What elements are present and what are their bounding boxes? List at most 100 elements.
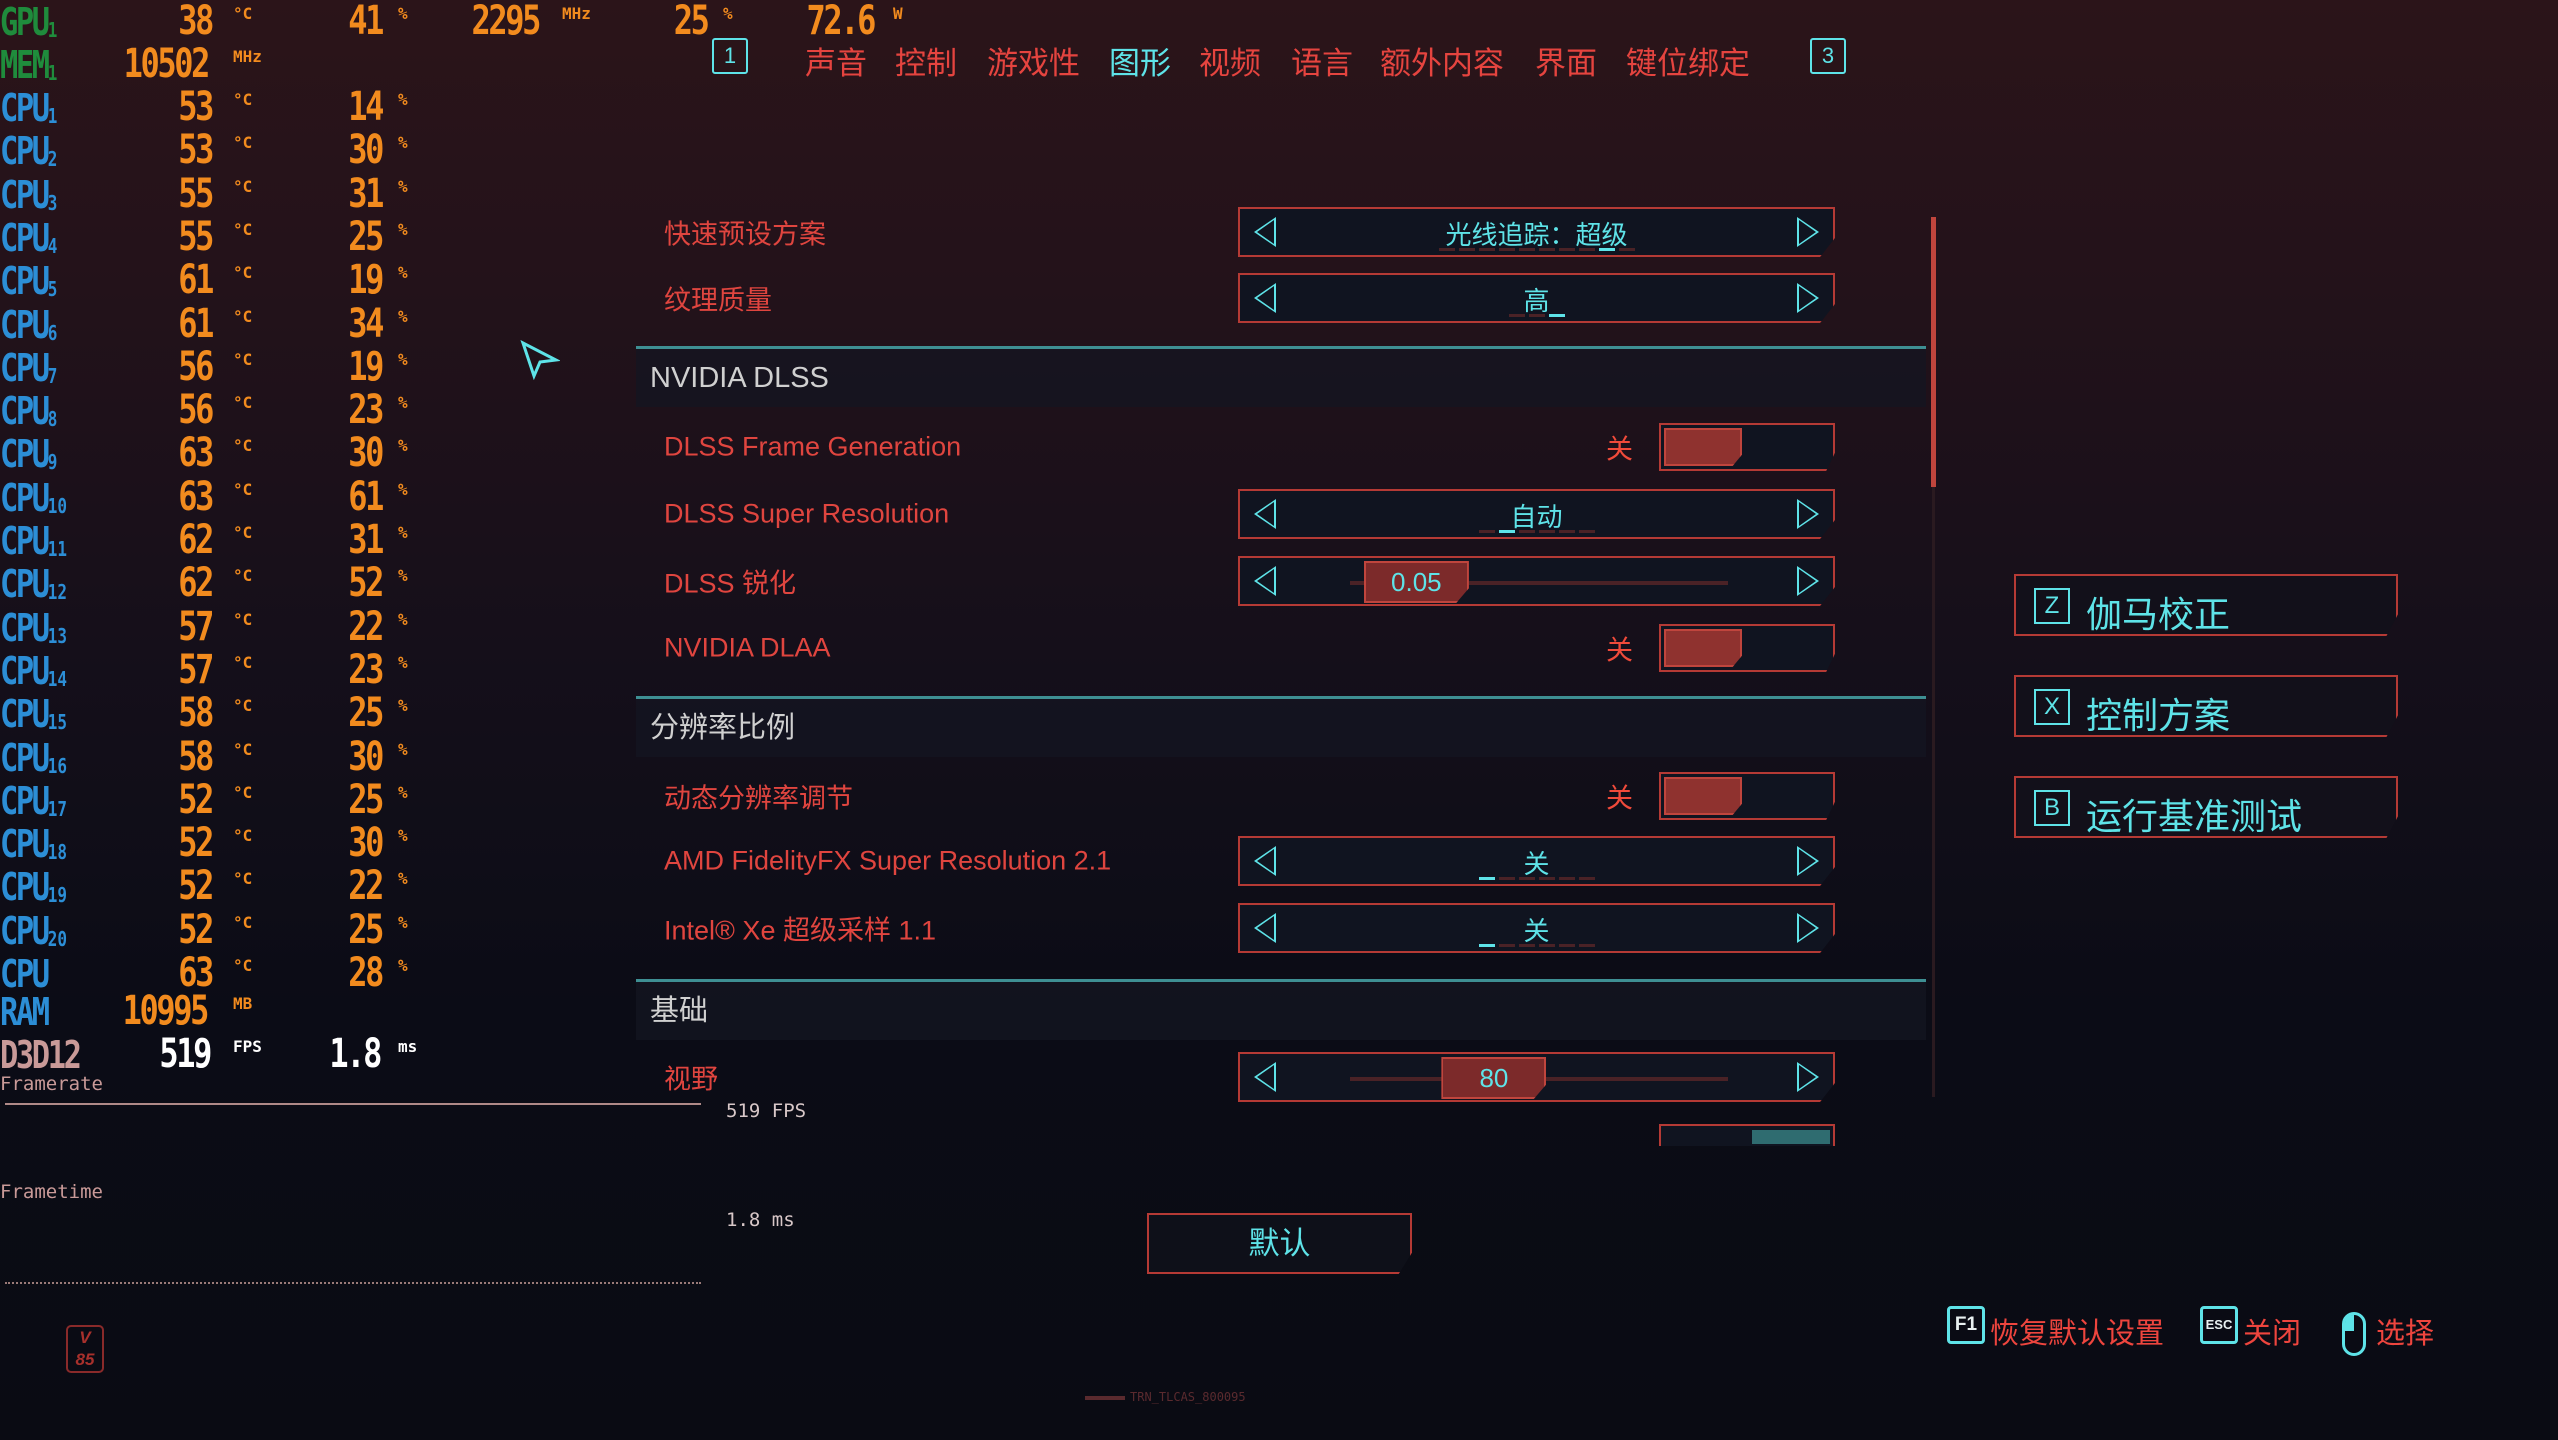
- section-header: 分辨率比例: [636, 699, 1926, 757]
- arrow-left-icon[interactable]: [1254, 1062, 1276, 1092]
- cpu-label: CPU4: [0, 216, 57, 260]
- cpu-temp: 56: [178, 343, 214, 390]
- option-indicator: [1240, 944, 1833, 947]
- arrow-right-icon[interactable]: [1797, 283, 1819, 313]
- tab-6[interactable]: 额外内容: [1380, 46, 1504, 81]
- arrow-left-icon[interactable]: [1254, 846, 1276, 876]
- scrollbar-track[interactable]: [1932, 487, 1935, 1097]
- cpu-label-text: CPU: [0, 259, 50, 304]
- cpu-temp: 55: [178, 170, 214, 217]
- selector-value: 关: [1523, 849, 1550, 879]
- slider-knob[interactable]: 80: [1441, 1057, 1547, 1099]
- cpu-label-text: CPU: [0, 562, 50, 607]
- scrollbar-thumb[interactable]: [1931, 217, 1936, 487]
- slider-knob[interactable]: 0.05: [1363, 561, 1469, 603]
- gpu-label: GPU1: [0, 0, 58, 44]
- tab-1[interactable]: 控制: [895, 46, 957, 81]
- tab-2[interactable]: 游戏性: [987, 46, 1080, 81]
- cpu-index: 4: [47, 233, 58, 258]
- arrow-right-icon[interactable]: [1797, 913, 1819, 943]
- toggle-knob: [1664, 629, 1742, 667]
- cpu-index: 8: [47, 407, 58, 432]
- ram-label: RAM: [0, 990, 50, 1034]
- setting-toggle-partial[interactable]: [1659, 1124, 1835, 1146]
- setting-toggle[interactable]: [1659, 624, 1835, 672]
- cpu-index: 13: [47, 623, 67, 648]
- arrow-right-icon[interactable]: [1797, 499, 1819, 529]
- setting-selector[interactable]: 高: [1238, 273, 1835, 323]
- toggle-knob: [1752, 1130, 1830, 1144]
- cpu-load-unit: %: [398, 90, 408, 109]
- setting-toggle[interactable]: [1659, 423, 1835, 471]
- default-button[interactable]: 默认: [1147, 1213, 1412, 1274]
- cpu-load: 23: [348, 646, 384, 693]
- gpu-power: 72.6: [806, 0, 877, 44]
- cpu-temp-unit: °C: [233, 263, 253, 283]
- setting-selector[interactable]: 关: [1238, 836, 1835, 886]
- section-divider: [636, 346, 1926, 349]
- tab-7[interactable]: 界面: [1535, 46, 1597, 81]
- option-indicator: [1240, 877, 1833, 880]
- logo-v85: V 85: [66, 1325, 104, 1373]
- arrow-left-icon[interactable]: [1254, 566, 1276, 596]
- tab-5[interactable]: 语言: [1291, 46, 1353, 81]
- arrow-left-icon[interactable]: [1254, 217, 1276, 247]
- option-pip: [1578, 944, 1595, 947]
- tab-4[interactable]: 视频: [1199, 46, 1261, 81]
- selector-value: 光线追踪：超级: [1445, 220, 1628, 250]
- prev-tab-key[interactable]: 1: [712, 38, 748, 74]
- ram-value: 10995: [122, 988, 210, 1034]
- cpu-label: CPU10: [0, 476, 67, 520]
- setting-selector[interactable]: 光线追踪：超级: [1238, 207, 1835, 257]
- cpu-index: 20: [47, 926, 67, 951]
- arrow-right-icon[interactable]: [1797, 846, 1819, 876]
- cpu-label: CPU13: [0, 606, 67, 650]
- setting-label: 快速预设方案: [664, 219, 826, 250]
- setting-selector[interactable]: 关: [1238, 903, 1835, 953]
- cpu-temp: 62: [178, 560, 214, 607]
- cpu-load-unit: %: [398, 956, 408, 975]
- next-tab-key[interactable]: 3: [1810, 38, 1846, 74]
- cpu-load: 30: [348, 733, 384, 780]
- mem-clock-unit: MHz: [233, 47, 262, 66]
- arrow-right-icon[interactable]: [1797, 217, 1819, 247]
- arrow-right-icon[interactable]: [1797, 566, 1819, 596]
- selector-value: 自动: [1510, 502, 1563, 532]
- cpu-label-text: CPU: [0, 475, 50, 520]
- cpu-label-text: CPU: [0, 129, 50, 174]
- slider-track[interactable]: [1350, 581, 1728, 585]
- esc-key-icon: ESC: [2200, 1306, 2238, 1344]
- option-pip: [1538, 877, 1555, 880]
- setting-slider[interactable]: 80: [1238, 1052, 1835, 1102]
- cpu-label: CPU: [0, 952, 50, 996]
- cpu-temp: 55: [178, 213, 214, 260]
- section-divider: [636, 696, 1926, 699]
- setting-selector[interactable]: 自动: [1238, 489, 1835, 539]
- tab-8[interactable]: 键位绑定: [1626, 46, 1750, 81]
- api-label: D3D12: [0, 1033, 82, 1077]
- cpu-label: CPU12: [0, 562, 67, 606]
- tab-0[interactable]: 声音: [805, 46, 867, 81]
- option-indicator: [1240, 248, 1833, 251]
- tab-3[interactable]: 图形: [1109, 46, 1171, 81]
- cpu-temp-unit: °C: [233, 436, 253, 456]
- cpu-temp-unit: °C: [233, 133, 253, 153]
- gpu-temp-unit: °C: [233, 4, 253, 23]
- option-pip: [1548, 314, 1565, 317]
- setting-slider[interactable]: 0.05: [1238, 556, 1835, 606]
- option-pip: [1508, 314, 1525, 317]
- cpu-label-text: CPU: [0, 648, 50, 693]
- select-hint[interactable]: 选择: [2376, 1318, 2435, 1350]
- side-button-label: 运行基准测试: [2086, 796, 2303, 837]
- arrow-left-icon[interactable]: [1254, 499, 1276, 529]
- close-hint[interactable]: 关闭: [2243, 1318, 2302, 1350]
- setting-toggle[interactable]: [1659, 772, 1835, 820]
- arrow-right-icon[interactable]: [1797, 1062, 1819, 1092]
- arrow-left-icon[interactable]: [1254, 913, 1276, 943]
- arrow-left-icon[interactable]: [1254, 283, 1276, 313]
- restore-defaults-hint[interactable]: 恢复默认设置: [1990, 1318, 2165, 1350]
- cpu-temp-unit: °C: [233, 652, 253, 672]
